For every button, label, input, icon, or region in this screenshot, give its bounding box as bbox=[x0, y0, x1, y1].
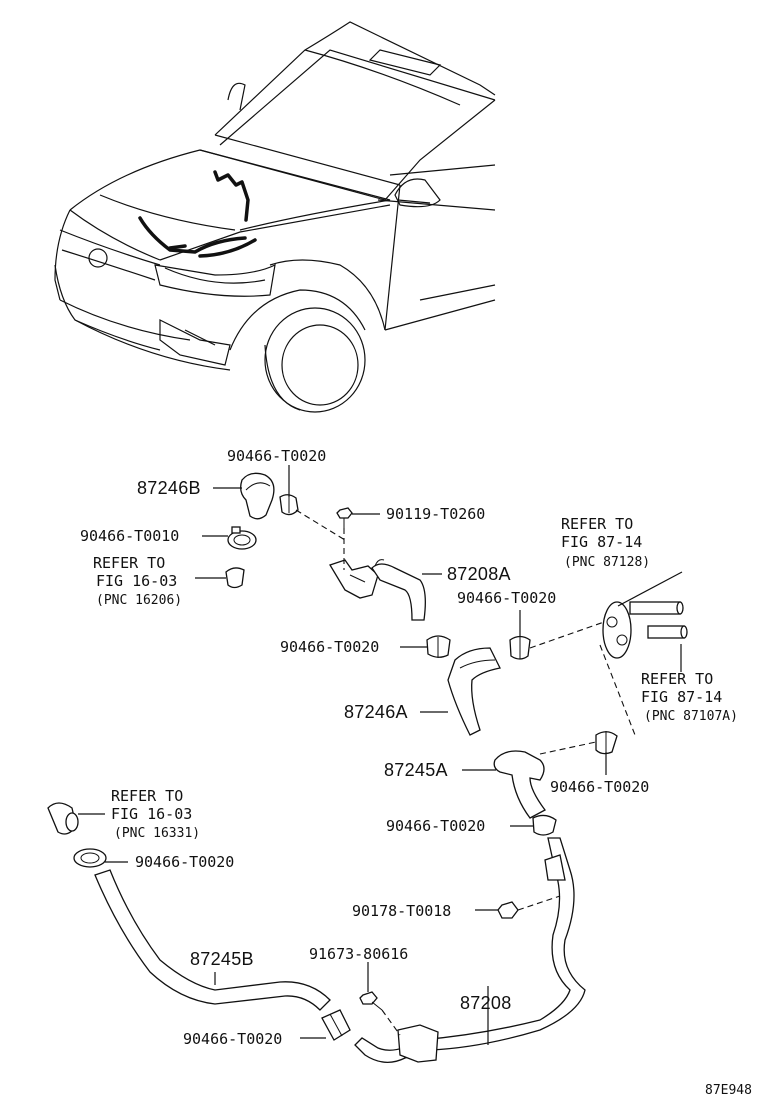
pipe-87208 bbox=[354, 837, 586, 1063]
label-clip-t0020-right: 90466-T0020 bbox=[550, 778, 649, 796]
clip-top-icon bbox=[279, 494, 299, 516]
connector-16331-icon bbox=[47, 802, 79, 835]
clip-left-icon bbox=[73, 848, 107, 868]
ref-note-16331: REFER TO FIG 16-03 (PNC 16331) bbox=[111, 787, 200, 841]
clamp-t0010-icon bbox=[227, 526, 257, 550]
hose-87245b bbox=[94, 869, 331, 1011]
bolt-90119-icon bbox=[336, 507, 353, 528]
diagram-id: 87E948 bbox=[705, 1083, 752, 1098]
ref-note-87128: REFER TO FIG 87-14 (PNC 87128) bbox=[561, 515, 650, 570]
label-clip-t0020-top: 90466-T0020 bbox=[227, 447, 326, 465]
part-87246b-elbow bbox=[240, 472, 275, 520]
ref-line3: (PNC 87107A) bbox=[644, 709, 738, 724]
ref-line1: REFER TO bbox=[93, 554, 165, 572]
ref-line2: FIG 16-03 bbox=[96, 572, 177, 590]
clip-mid-right-icon bbox=[509, 635, 531, 660]
label-87246b: 87246B bbox=[137, 478, 201, 498]
clip-right-icon bbox=[595, 731, 618, 755]
vehicle-illustration bbox=[54, 21, 496, 413]
ref-line3: (PNC 16331) bbox=[114, 826, 200, 841]
hose-87246a bbox=[447, 647, 501, 736]
ref-line2: FIG 87-14 bbox=[641, 688, 722, 706]
ref-line2: FIG 16-03 bbox=[111, 805, 192, 823]
label-87245b: 87245B bbox=[190, 949, 254, 969]
label-87245a: 87245A bbox=[384, 760, 448, 780]
leader-lines bbox=[78, 465, 683, 1045]
reference-notes: REFER TO FIG 16-03 (PNC 16206) REFER TO … bbox=[93, 515, 738, 841]
fitting-87128-icon bbox=[602, 601, 688, 659]
part-labels: 90466-T0020 87246B 90119-T0260 90466-T00… bbox=[80, 447, 649, 1048]
label-nut-90178: 90178-T0018 bbox=[352, 902, 451, 920]
ref-line3: (PNC 87128) bbox=[564, 555, 650, 570]
ref-note-87107a: REFER TO FIG 87-14 (PNC 87107A) bbox=[641, 670, 738, 724]
ref-line1: REFER TO bbox=[641, 670, 713, 688]
ref-line3: (PNC 16206) bbox=[96, 593, 182, 608]
ref-line1: REFER TO bbox=[111, 787, 183, 805]
connector-16206-icon bbox=[225, 567, 245, 589]
bolt-91673-icon bbox=[359, 991, 383, 1011]
ref-line1: REFER TO bbox=[561, 515, 633, 533]
label-87208: 87208 bbox=[460, 993, 512, 1013]
nut-90178-icon bbox=[497, 901, 519, 919]
clip-lower-icon bbox=[532, 814, 557, 836]
label-87208a: 87208A bbox=[447, 564, 511, 584]
assembly-dashed-lines bbox=[295, 509, 636, 1036]
label-bolt-90119: 90119-T0260 bbox=[386, 505, 485, 523]
label-bolt-91673: 91673-80616 bbox=[309, 945, 408, 963]
label-clip-t0020-mid-left: 90466-T0020 bbox=[280, 638, 379, 656]
pipe-87208a bbox=[329, 559, 426, 621]
label-87246a: 87246A bbox=[344, 702, 408, 722]
label-clip-t0020-mid-right: 90466-T0020 bbox=[457, 589, 556, 607]
label-clip-t0020-bottom: 90466-T0020 bbox=[183, 1030, 282, 1048]
clip-bottom-icon bbox=[321, 1009, 351, 1041]
ref-line2: FIG 87-14 bbox=[561, 533, 642, 551]
label-clip-t0020-left: 90466-T0020 bbox=[135, 853, 234, 871]
hose-87245a bbox=[493, 750, 546, 819]
label-clamp-t0010: 90466-T0010 bbox=[80, 527, 179, 545]
ref-note-16206: REFER TO FIG 16-03 (PNC 16206) bbox=[93, 554, 182, 608]
label-clip-t0020-lower: 90466-T0020 bbox=[386, 817, 485, 835]
clip-mid-left-icon bbox=[426, 635, 451, 658]
